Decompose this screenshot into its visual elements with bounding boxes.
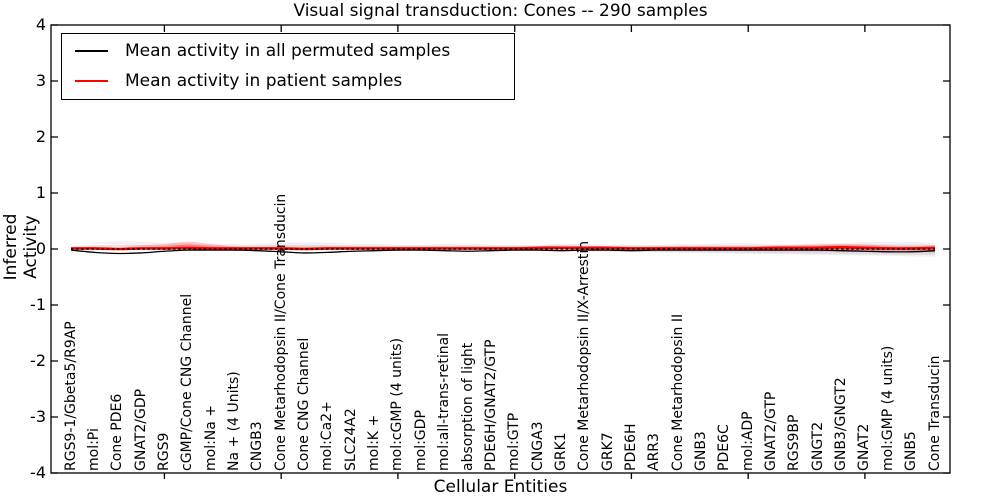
legend-line-patient-icon: [75, 80, 108, 82]
patient-mean-line: [70, 246, 936, 251]
legend-label-patient: Mean activity in patient samples: [125, 71, 403, 91]
legend-item-permuted: Mean activity in all permuted samples: [62, 36, 514, 66]
y-tick-label: -4: [30, 463, 46, 482]
y-tick-label: 3: [35, 71, 46, 90]
chart-title: Visual signal transduction: Cones -- 290…: [293, 1, 708, 21]
legend-line-permuted-icon: [75, 50, 108, 52]
y-tick-label: 4: [35, 15, 46, 34]
y-tick-label: -1: [30, 295, 46, 314]
y-tick-label: 2: [35, 127, 46, 146]
y-tick-label: 1: [35, 183, 46, 202]
legend: Mean activity in all permuted samples Me…: [61, 33, 515, 100]
legend-item-patient: Mean activity in patient samples: [62, 66, 514, 96]
y-tick-label: -3: [30, 407, 46, 426]
y-tick-label: 0: [35, 239, 46, 258]
legend-label-permuted: Mean activity in all permuted samples: [125, 41, 451, 61]
permuted-mean-line: [70, 249, 936, 255]
y-tick-label: -2: [30, 351, 46, 370]
x-axis-label: Cellular Entities: [433, 477, 568, 497]
axis-ticks: [51, 24, 950, 479]
